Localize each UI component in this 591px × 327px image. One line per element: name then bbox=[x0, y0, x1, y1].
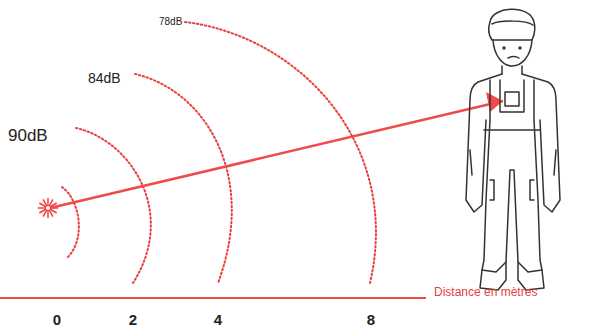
worker-figure bbox=[466, 9, 560, 290]
distance-tick: 4 bbox=[214, 312, 222, 327]
distance-tick: 0 bbox=[53, 312, 61, 327]
distance-tick: 8 bbox=[367, 312, 375, 327]
wavefront bbox=[135, 74, 232, 283]
distance-axis bbox=[0, 297, 426, 299]
burst-ray bbox=[47, 210, 49, 218]
level-label: 90dB bbox=[8, 127, 48, 144]
level-label: 84dB bbox=[88, 71, 121, 85]
burst-ray bbox=[47, 198, 49, 206]
distance-tick: 2 bbox=[129, 312, 137, 327]
burst-ray bbox=[43, 199, 47, 206]
sound-wavefronts bbox=[62, 22, 376, 283]
burst-ray bbox=[49, 210, 53, 217]
burst-ray bbox=[38, 207, 46, 209]
propagation-arrow bbox=[50, 101, 503, 208]
wavefront bbox=[76, 128, 151, 283]
axis-title: Distance en mètres bbox=[434, 286, 537, 298]
level-label: 78dB bbox=[159, 17, 182, 27]
burst-ray bbox=[39, 209, 46, 213]
wavefront bbox=[62, 187, 79, 257]
